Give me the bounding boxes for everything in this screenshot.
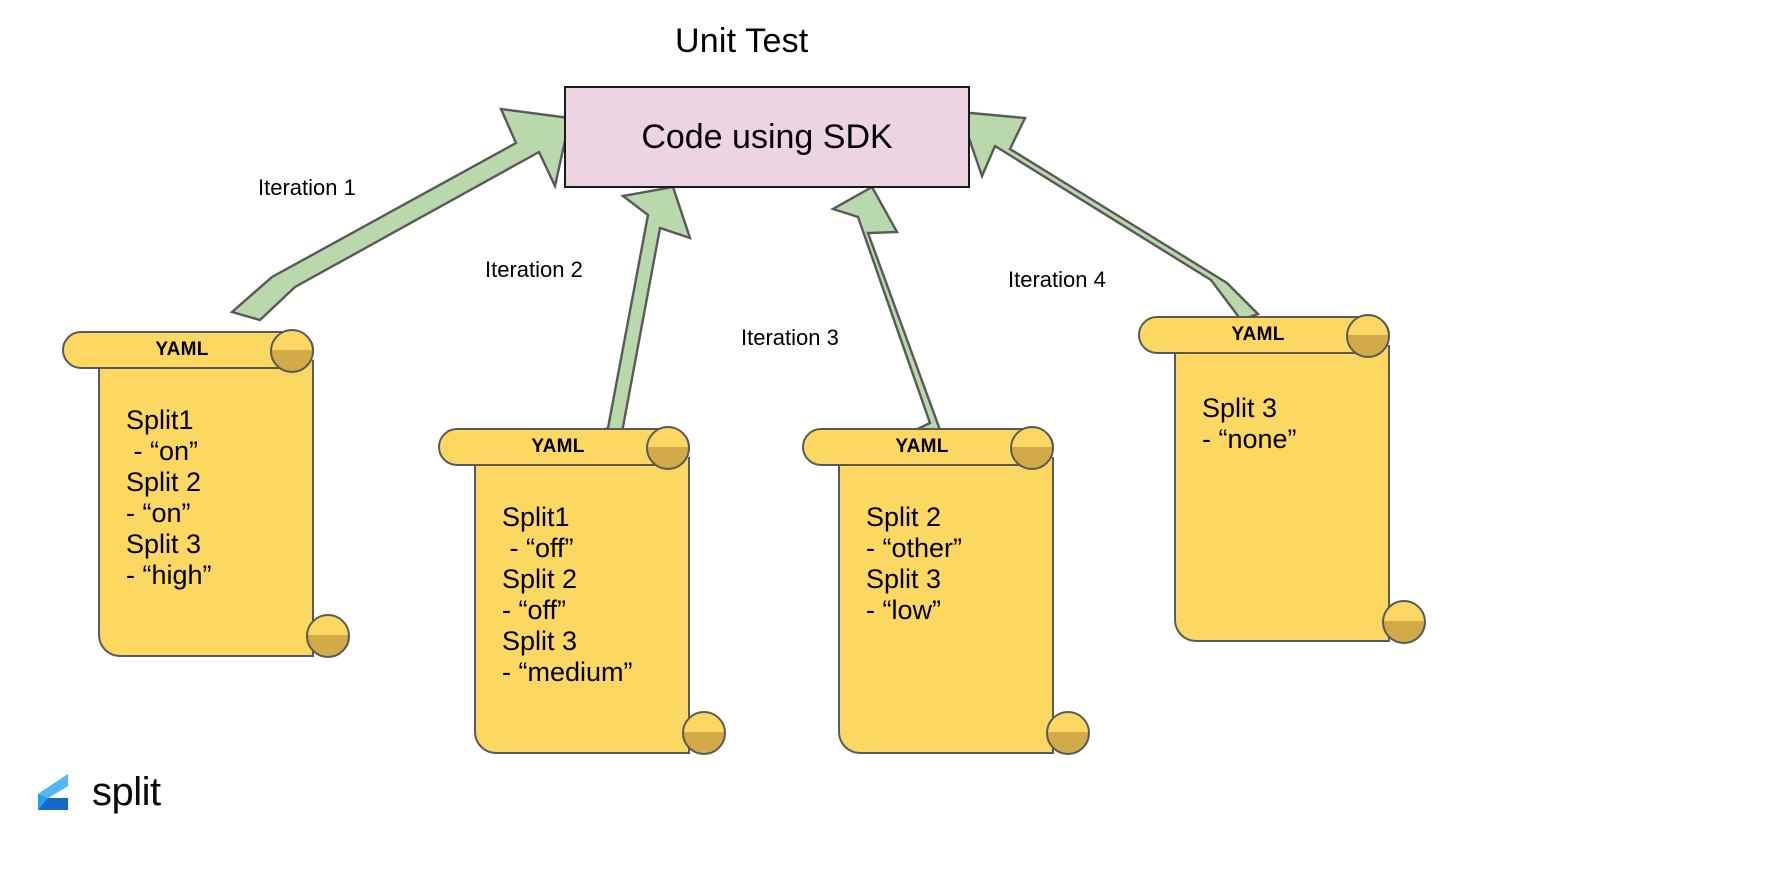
scroll-2-bottom-curl-icon bbox=[682, 711, 726, 755]
iteration-1-label: Iteration 1 bbox=[258, 175, 356, 200]
iteration-4-label: Iteration 4 bbox=[1008, 267, 1106, 292]
arrow-iteration-2 bbox=[574, 185, 692, 445]
scroll-1-top-curl-icon bbox=[270, 329, 314, 373]
code-using-sdk-box[interactable]: Code using SDK bbox=[564, 86, 970, 188]
split-mark-icon bbox=[38, 774, 68, 810]
scroll-2-body bbox=[474, 457, 690, 754]
scroll-1-body bbox=[98, 360, 314, 657]
scroll-4-bottom-curl-icon bbox=[1382, 600, 1426, 644]
scroll-3-header-label: YAML bbox=[895, 436, 949, 457]
scroll-3-top-curl-icon bbox=[1010, 426, 1054, 470]
scroll-1-header: YAML bbox=[62, 331, 314, 369]
arrow-iteration-4 bbox=[958, 110, 1261, 322]
diagram-title: Unit Test bbox=[675, 22, 809, 60]
code-box-label: Code using SDK bbox=[641, 117, 893, 156]
scroll-4-top-curl-icon bbox=[1346, 314, 1390, 358]
iteration-3-label: Iteration 3 bbox=[741, 325, 839, 350]
scroll-4-text: Split 3 - “none” bbox=[1202, 393, 1297, 454]
scroll-3-text: Split 2 - “other” Split 3 - “low” bbox=[866, 502, 963, 625]
scroll-2-top-curl-icon bbox=[646, 426, 690, 470]
scroll-2-text: Split1 - “off” Split 2 - “off” Split 3 -… bbox=[502, 502, 633, 687]
scroll-1-bottom-curl-icon bbox=[306, 614, 350, 658]
scroll-2-header-label: YAML bbox=[531, 436, 585, 457]
scroll-4-body bbox=[1174, 345, 1390, 642]
split-logo: split bbox=[34, 768, 204, 826]
scroll-3-body bbox=[838, 457, 1054, 754]
arrow-iteration-3 bbox=[830, 185, 942, 440]
arrow-iteration-1 bbox=[229, 107, 572, 322]
split-wordmark: split bbox=[92, 770, 161, 814]
scroll-3-bottom-curl-icon bbox=[1046, 711, 1090, 755]
scroll-1-text: Split1 - “on” Split 2 - “on” Split 3 - “… bbox=[126, 405, 212, 590]
scroll-4-header-label: YAML bbox=[1231, 324, 1285, 345]
iteration-2-label: Iteration 2 bbox=[485, 257, 583, 282]
scroll-1-header-label: YAML bbox=[155, 339, 209, 360]
